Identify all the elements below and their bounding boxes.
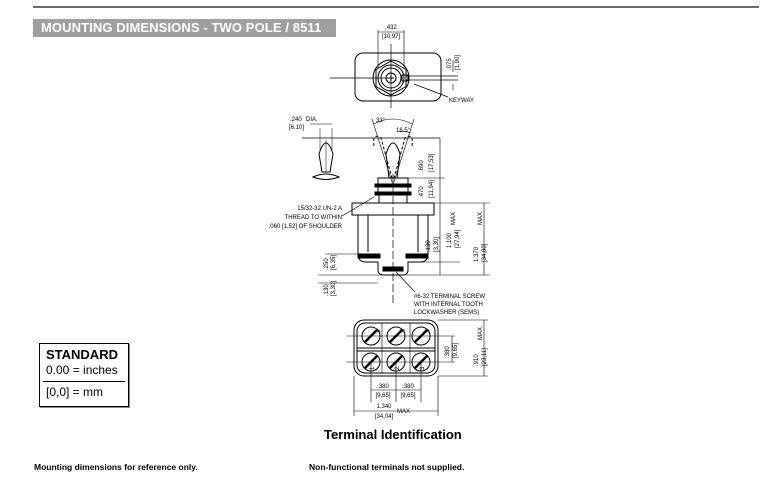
- dim-step-in: .130: [426, 240, 432, 252]
- dim-lever-dia-mm: [6,10]: [289, 125, 304, 131]
- dim-overall-height-in: 1.370: [474, 246, 480, 262]
- dim-overall-height-suffix: MAX: [478, 212, 484, 225]
- dim-col-pitch-2-in: .380: [402, 384, 414, 390]
- top-view-body: [354, 52, 442, 102]
- dim-lever-dia-suffix: DIA.: [306, 117, 318, 123]
- dim-bushing-height-mm: [11,94]: [429, 180, 435, 198]
- legend-divider: [43, 381, 125, 382]
- dim-width-bottom-suffix: MAX: [478, 327, 484, 340]
- dim-terminal-bottom-mm: [3,30]: [331, 281, 337, 296]
- dim-bushing-height-in: .470: [419, 186, 425, 198]
- bottom-view: [346, 319, 488, 416]
- legend-title: STANDARD: [46, 347, 118, 362]
- dim-col-pitch-1-mm: [9,65]: [375, 393, 390, 399]
- dim-body-height-in: 1.100: [447, 232, 453, 248]
- thread-leader: [341, 196, 375, 217]
- dim-keyway-in: .075: [447, 58, 453, 70]
- keyway-notch: [401, 74, 409, 82]
- side-view: [302, 118, 490, 306]
- toggle-lever: [385, 142, 401, 179]
- screw-note-line-2: WITH INTERNAL TOOTH: [414, 302, 483, 308]
- dim-row-pitch-in: .380: [445, 346, 451, 358]
- dim-length-suffix: MAX: [397, 409, 410, 415]
- angle-total-label: 33°: [376, 118, 386, 124]
- angle-arc-16: [397, 130, 411, 134]
- page-title: MOUNTING DIMENSIONS - TWO POLE / 8511: [41, 20, 322, 35]
- dimension-labels: .432 [10,97] .075 [1,90] KEYWAY .240 DIA…: [269, 25, 488, 420]
- screw-leader: [395, 271, 416, 293]
- terminal-label-2: 2: [395, 366, 401, 370]
- dim-body-height-suffix: MAX: [451, 212, 457, 225]
- keyway-leader: [413, 83, 449, 98]
- legend-mm: [0,0] = mm: [46, 385, 104, 399]
- terminal-identification-caption: Terminal Identification: [324, 427, 462, 442]
- top-rule: [33, 6, 759, 8]
- lever-travel-right: [393, 135, 413, 179]
- angle-arc-33: [373, 118, 413, 125]
- lever-detail: [318, 142, 334, 173]
- dim-width-bottom-in: .910: [474, 354, 480, 366]
- legend-inches: 0.00 = inches: [46, 363, 118, 377]
- top-view: [330, 30, 458, 108]
- dim-terminal-offset-in: .250: [324, 258, 330, 270]
- terminal-label-5: 5: [398, 329, 404, 333]
- thread-note-line-1: 15/32-32 UN-2 A: [297, 206, 342, 212]
- dim-lever-dia-in: .240: [290, 117, 302, 123]
- angle-half-label: 16.5°: [396, 128, 411, 134]
- dim-keyway-mm: [1,90]: [455, 55, 461, 70]
- thread-note-line-3: .060 [1,52] OF SHOULDER: [269, 224, 343, 230]
- nonfunctional-note: Non-functional terminals not supplied.: [309, 462, 465, 472]
- keyway-label: KEYWAY: [449, 98, 474, 104]
- terminal-label-6: 6: [423, 329, 429, 333]
- thread-note-line-2: THREAD TO WITHIN: [285, 215, 342, 221]
- dim-overall-height-mm: [34,80]: [482, 243, 488, 262]
- dim-terminal-offset-mm: [6,35]: [331, 255, 337, 270]
- dim-col-pitch-1-in: .380: [377, 384, 389, 390]
- lever-travel-left: [373, 135, 393, 179]
- title-bar: MOUNTING DIMENSIONS - TWO POLE / 8511: [33, 19, 336, 37]
- dim-width-bottom-mm: [23,11]: [482, 348, 488, 366]
- units-legend: STANDARD 0.00 = inches [0,0] = mm: [39, 343, 129, 407]
- dim-width-mm: [10,97]: [382, 34, 401, 40]
- terminal-label-1: 1: [370, 366, 376, 370]
- dim-terminal-bottom-in: .130: [324, 284, 330, 296]
- terminal-screw-left: [357, 253, 381, 259]
- dim-lever-height-in: .690: [419, 160, 425, 172]
- screw-note-line-1: #6-32 TERMINAL SCREW: [414, 294, 485, 300]
- dim-row-pitch-mm: [9,65]: [453, 343, 459, 358]
- dim-body-height-mm: [27,94]: [455, 229, 461, 248]
- dim-length-in: 1.340: [376, 404, 392, 410]
- dim-lever-height-mm: [17,53]: [429, 153, 435, 172]
- reference-note: Mounting dimensions for reference only.: [34, 462, 198, 472]
- terminal-label-4: 4: [374, 329, 380, 333]
- dim-col-pitch-2-mm: [9,65]: [400, 393, 415, 399]
- terminal-screw-right: [405, 253, 429, 259]
- dim-step-mm: [3,30]: [434, 237, 440, 252]
- terminal-label-3: 3: [420, 366, 426, 370]
- dim-width-in: .432: [385, 25, 397, 31]
- dim-length-mm: [34,04]: [375, 414, 394, 420]
- screw-note-line-3: LOCKWASHER (SEMS): [414, 310, 479, 316]
